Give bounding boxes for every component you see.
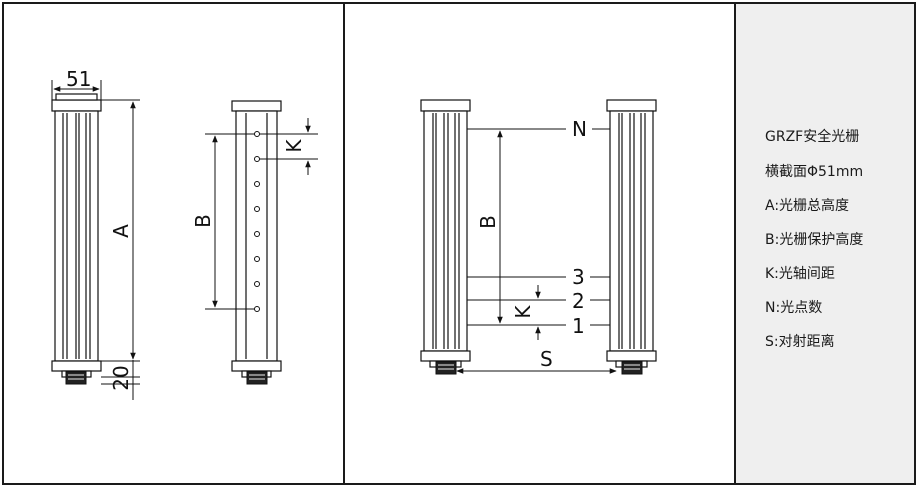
- range-label-s: S: [540, 347, 553, 371]
- connector-icon: [65, 371, 87, 385]
- pitch-label-k: K: [282, 139, 306, 153]
- connector-icon: [435, 361, 457, 375]
- base-dim-label: 20: [109, 365, 133, 390]
- beam-lines: [467, 128, 610, 326]
- legend-line-3: B:光栅保护高度: [765, 232, 864, 248]
- protect-height-dimension: [205, 133, 255, 310]
- legend-panel: [736, 4, 914, 483]
- height-label-a: A: [109, 224, 133, 238]
- panel-divider-1: [343, 2, 345, 485]
- legend-line-6: S:对射距离: [765, 334, 835, 350]
- legend-line-2: A:光栅总高度: [765, 198, 850, 214]
- drawing-frame: [2, 2, 916, 485]
- connector-icon: [246, 371, 268, 385]
- beam-label-3: 3: [572, 265, 585, 289]
- beam-count-label-n: N: [572, 117, 587, 141]
- width-dimension: [51, 80, 102, 100]
- width-dim-label: 51: [66, 67, 91, 91]
- front-view-bar: [231, 100, 282, 378]
- beam-label-2: 2: [572, 289, 585, 313]
- receiver-bar: [606, 99, 657, 368]
- side-view-bar: [51, 93, 102, 378]
- protect-label-b: B: [191, 214, 215, 228]
- pitch-label-k-mid: K: [511, 305, 535, 319]
- legend-line-4: K:光轴间距: [765, 266, 835, 282]
- legend-line-5: N:光点数: [765, 300, 823, 316]
- panel-divider-2: [734, 2, 736, 485]
- base-dimension: [101, 360, 140, 400]
- legend-line-1: 横截面Φ51mm: [765, 164, 864, 180]
- emitter-bar: [420, 99, 471, 368]
- beam-label-1: 1: [572, 314, 585, 338]
- pitch-dimension: [259, 118, 318, 175]
- protect-label-b-mid: B: [476, 215, 500, 229]
- legend-title: GRZF安全光栅: [765, 129, 860, 145]
- connector-icon: [621, 361, 643, 375]
